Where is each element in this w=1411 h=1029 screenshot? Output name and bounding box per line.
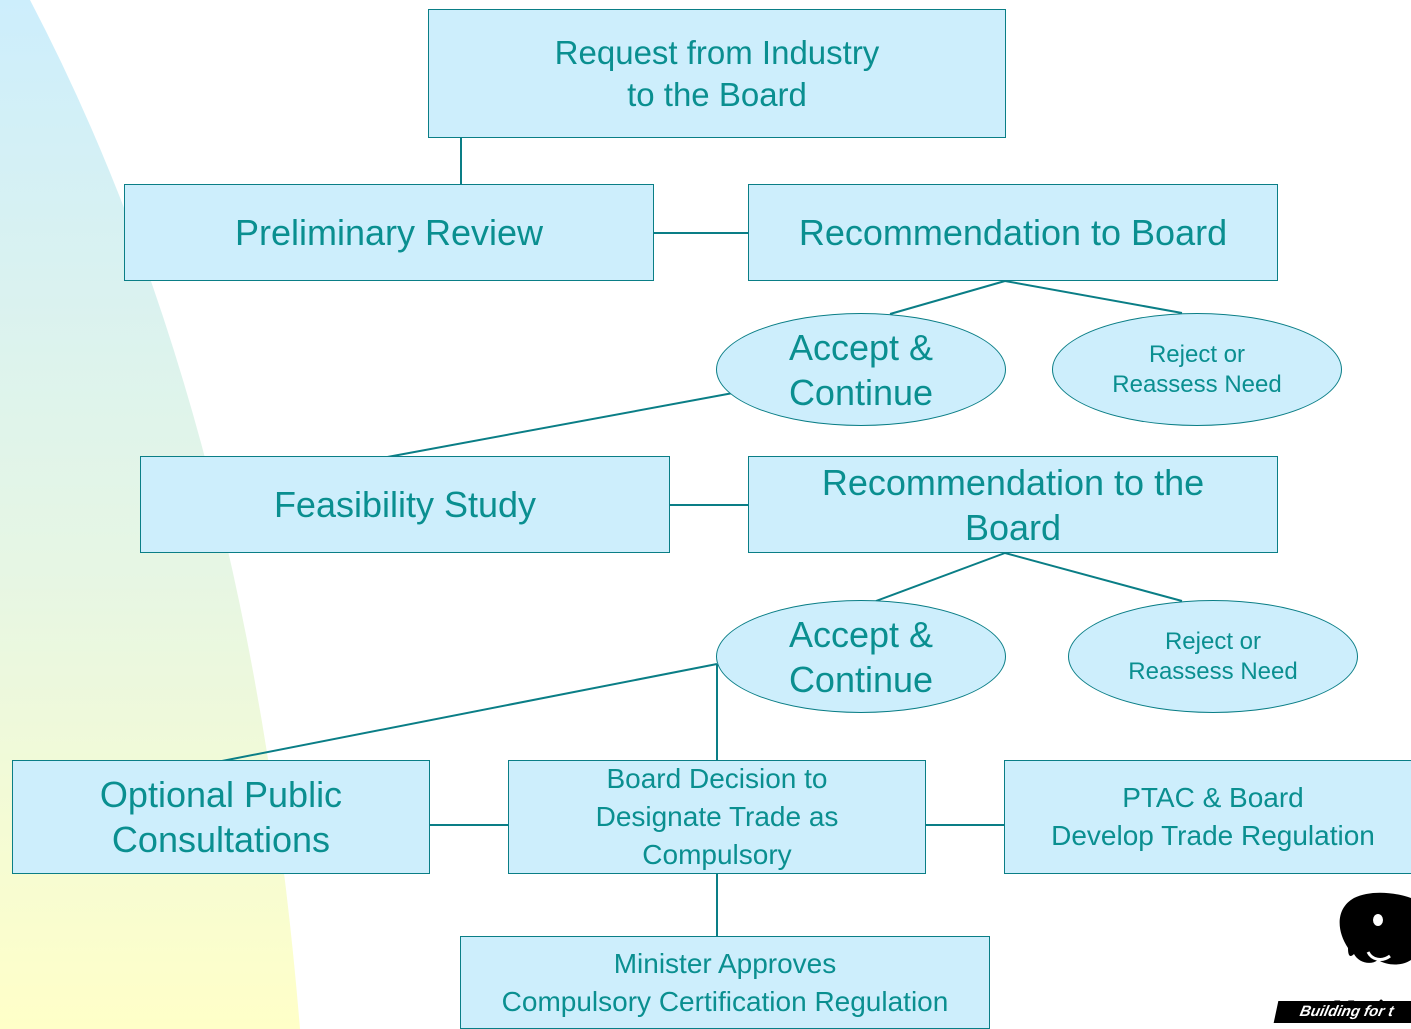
connector-accept-2-to-consultations [221,663,718,762]
node-label: Accept & Continue [788,613,934,700]
node-request-from-industry: Request from Industry to the Board [428,9,1006,138]
node-accept-and-continue-2: Accept & Continue [716,600,1006,713]
node-label: PTAC & Board Develop Trade Regulation [1051,782,1375,851]
node-accept-and-continue-1: Accept & Continue [716,313,1006,426]
node-preliminary-review: Preliminary Review [124,184,654,281]
node-label: Recommendation to Board [798,212,1228,253]
node-label: Preliminary Review [234,212,544,253]
logo-tagline: Building for t [1273,1001,1411,1023]
node-ptac-and-board: PTAC & Board Develop Trade Regulation [1004,760,1411,874]
connector-accept-1-to-feasibility [381,392,734,459]
node-label: Feasibility Study [273,484,537,525]
connector-recommendation-2-to-accept-2 [875,552,1006,602]
node-label: Recommendation to the Board [821,461,1205,548]
node-recommendation-to-board: Recommendation to Board [748,184,1278,281]
connector-recommendation-1-to-accept-1 [889,280,1006,315]
node-label: Reject or Reassess Need [1128,627,1298,685]
node-reject-or-reassess-1: Reject or Reassess Need [1052,313,1342,426]
node-label: Optional Public Consultations [99,774,343,860]
connector-recommendation-2-to-reject-2 [1004,552,1183,602]
node-minister-approves: Minister Approves Compulsory Certificati… [460,936,990,1029]
connector-recommendation-1-to-reject-1 [1004,280,1183,314]
node-reject-or-reassess-2: Reject or Reassess Need [1068,600,1358,713]
node-label: Board Decision to Designate Trade as Com… [595,763,839,870]
node-feasibility-study: Feasibility Study [140,456,670,553]
node-label: Accept & Continue [788,326,934,413]
node-board-decision: Board Decision to Designate Trade as Com… [508,760,926,874]
node-optional-public-consultations: Optional Public Consultations [12,760,430,874]
node-recommendation-to-the-board: Recommendation to the Board [748,456,1278,553]
node-label: Reject or Reassess Need [1112,340,1282,398]
node-label: Minister Approves Compulsory Certificati… [501,947,949,1017]
node-label: Request from Industry to the Board [554,34,880,113]
bison-icon [1339,892,1411,965]
